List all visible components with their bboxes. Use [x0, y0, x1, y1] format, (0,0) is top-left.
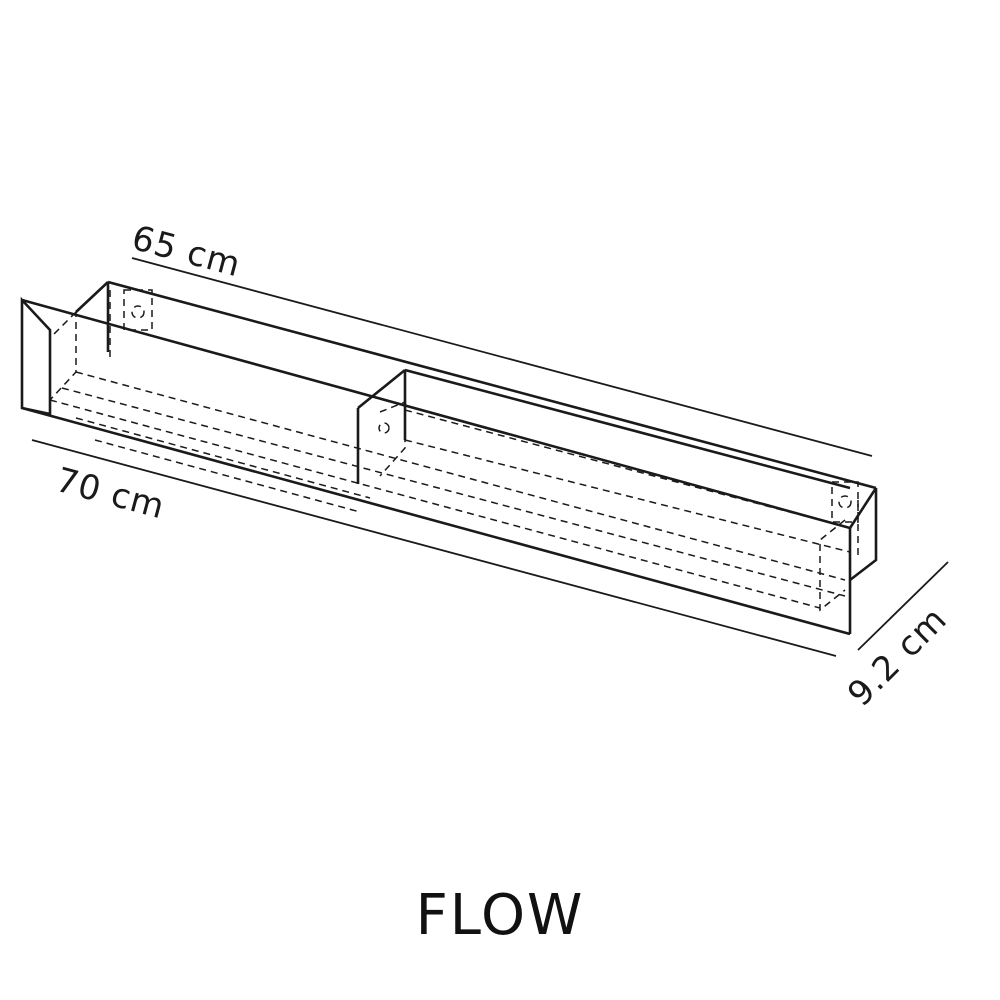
left-inner-divider [75, 281, 109, 313]
floor-line-4 [75, 417, 371, 499]
dim-line-inner-length [131, 257, 873, 457]
right-bracket-hole [838, 495, 852, 509]
front-panels [20, 296, 878, 636]
back-rail [75, 280, 878, 582]
dim-line-outer-length [31, 439, 837, 657]
floor-line-5 [94, 439, 361, 513]
back-rail-top-edge [107, 280, 877, 490]
back-rail-right-end [849, 488, 878, 582]
product-title: FLOW [416, 883, 585, 948]
middle-bracket-hole [378, 422, 390, 434]
floor-line-2 [61, 387, 846, 597]
front-top-edge [21, 298, 851, 530]
back-rail-inner-edge [404, 368, 851, 490]
front-bottom-edge [21, 406, 851, 636]
middle-rail-top [404, 409, 851, 529]
inner-length-label: 65 cm [128, 218, 245, 285]
depth-label: 9.2 cm [840, 599, 955, 714]
right-end-top [848, 487, 878, 529]
middle-partition [379, 400, 406, 477]
floor-line-1 [75, 371, 846, 581]
left-inner-end [49, 311, 77, 402]
dim-line-depth [857, 561, 949, 651]
right-bracket [831, 481, 859, 523]
right-inner-end [819, 519, 846, 612]
left-bracket [123, 289, 153, 331]
left-bracket-hole [131, 305, 145, 319]
left-end-panel [20, 296, 52, 416]
divider-top [357, 368, 406, 410]
dimension-lines [31, 257, 949, 657]
floor-line-3 [49, 399, 821, 609]
outer-length-label: 70 cm [52, 460, 169, 527]
middle-rail-bottom [404, 439, 851, 553]
